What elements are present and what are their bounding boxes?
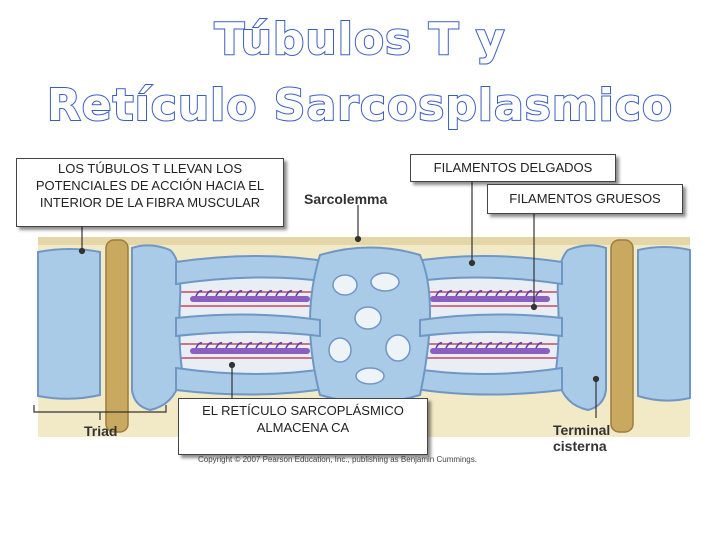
crossbridge <box>435 342 443 349</box>
collar-fenestrations <box>328 272 411 385</box>
terminal-label-line: Terminal <box>553 422 611 438</box>
title-line-2: Retículo Sarcosplasmico <box>46 79 674 132</box>
crossbridge <box>285 342 293 349</box>
t-tubule-right <box>610 239 634 433</box>
crossbridges <box>195 290 543 349</box>
crossbridge <box>205 290 213 297</box>
crossbridge <box>195 342 203 349</box>
crossbridge <box>475 290 483 297</box>
terminal-cisterna-left <box>131 244 184 412</box>
copyright-text: Copyright © 2007 Pearson Education, Inc.… <box>198 455 477 464</box>
thin-filaments-note: FILAMENTOS DELGADOS <box>410 154 616 182</box>
leader-lines <box>33 180 600 420</box>
crossbridge <box>445 342 453 349</box>
crossbridge <box>505 342 513 349</box>
crossbridge <box>215 290 223 297</box>
crossbridge <box>265 342 273 349</box>
thick-filament <box>430 348 550 354</box>
crossbridge <box>465 342 473 349</box>
terminal-cisterna-right-partial <box>637 246 691 402</box>
terminal-cisterna-label: Terminal cisterna <box>553 422 610 454</box>
thick-filament <box>430 296 550 302</box>
crossbridge <box>225 342 233 349</box>
triad-label: Triad <box>84 423 118 439</box>
crossbridge <box>515 290 523 297</box>
t-tubules-note: LOS TÚBULOS T LLEVAN LOS POTENCIALES DE … <box>16 158 284 227</box>
crossbridge <box>235 342 243 349</box>
crossbridge <box>485 342 493 349</box>
crossbridge <box>245 290 253 297</box>
crossbridge <box>535 342 543 349</box>
thick-filament <box>190 348 310 354</box>
cisterna-label-line: cisterna <box>553 438 607 454</box>
thick-filament <box>190 296 310 302</box>
sarcoplasmic-reticulum-note: EL RETÍCULO SARCOPLÁSMICO ALMACENA CA <box>178 398 428 455</box>
thick-filaments-note: FILAMENTOS GRUESOS <box>487 184 683 214</box>
crossbridge <box>455 342 463 349</box>
crossbridge <box>295 290 303 297</box>
terminal-cisterna-left-partial <box>37 248 101 400</box>
crossbridge <box>495 342 503 349</box>
crossbridge <box>535 290 543 297</box>
crossbridge <box>475 342 483 349</box>
crossbridge <box>505 290 513 297</box>
crossbridge <box>215 342 223 349</box>
sarcolemma-label: Sarcolemma <box>304 191 388 207</box>
thick-filaments <box>190 296 550 354</box>
crossbridge <box>265 290 273 297</box>
crossbridge <box>485 290 493 297</box>
crossbridge <box>205 342 213 349</box>
crossbridge <box>495 290 503 297</box>
crossbridge <box>235 290 243 297</box>
crossbridge <box>445 290 453 297</box>
terminal-cisterna-right <box>554 244 607 412</box>
crossbridge <box>295 342 303 349</box>
crossbridge <box>465 290 473 297</box>
crossbridge <box>225 290 233 297</box>
crossbridge <box>285 290 293 297</box>
crossbridge <box>515 342 523 349</box>
t-tubule-left <box>105 239 129 433</box>
crossbridge <box>525 342 533 349</box>
crossbridge <box>275 342 283 349</box>
title-line-1: Túbulos T y <box>213 13 506 66</box>
crossbridge <box>245 342 253 349</box>
crossbridge <box>455 290 463 297</box>
crossbridge <box>275 290 283 297</box>
crossbridge <box>255 342 263 349</box>
crossbridge <box>255 290 263 297</box>
crossbridge <box>525 290 533 297</box>
crossbridge <box>435 290 443 297</box>
sarcolemma-edge <box>38 237 690 245</box>
crossbridge <box>195 290 203 297</box>
